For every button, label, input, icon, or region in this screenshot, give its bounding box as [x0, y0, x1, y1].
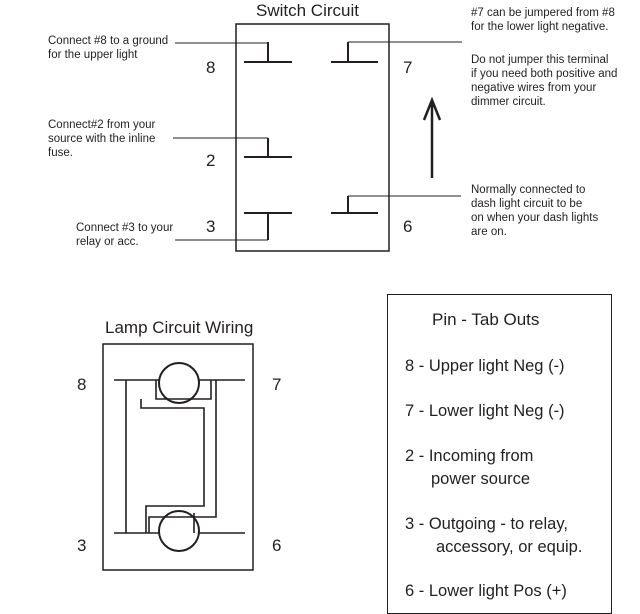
upper-lamp — [158, 362, 200, 404]
lamp-pin-7: 7 — [272, 375, 281, 394]
pin-tab-outs-title: Pin - Tab Outs — [432, 310, 540, 329]
switch-pin-3: 3 — [206, 217, 215, 236]
lamp-body — [102, 343, 254, 571]
switch-pin-7: 7 — [403, 58, 412, 77]
terminal-3 — [244, 212, 292, 240]
wiring-diagram: 8 7 2 3 6 8 7 3 6 — [77, 23, 462, 571]
lamp-circuit-title: Lamp Circuit Wiring — [105, 318, 254, 337]
tab-item-8: 8 - Upper light Neg (-) — [405, 357, 565, 375]
lamp-pin-3: 3 — [77, 536, 86, 555]
tab-item-6: 6 - Lower light Pos (+) — [405, 582, 567, 600]
switch-pin-6: 6 — [403, 217, 412, 236]
terminal-8 — [244, 42, 292, 63]
lamp-wiring — [114, 379, 245, 534]
tab-item-3: 3 - Outgoing - to relay,accessory, or eq… — [405, 515, 583, 556]
switch-pin-8: 8 — [206, 58, 215, 77]
switch-circuit-title: Switch Circuit — [256, 1, 359, 20]
lamp-pin-6: 6 — [272, 536, 281, 555]
terminal-6 — [331, 196, 378, 214]
up-arrow-icon — [422, 96, 442, 178]
lamp-pin-8: 8 — [77, 375, 86, 394]
terminal-7 — [331, 42, 378, 63]
terminal-2 — [244, 138, 292, 158]
switch-pin-2: 2 — [206, 151, 215, 170]
lower-lamp — [158, 510, 200, 552]
tab-item-7: 7 - Lower light Neg (-) — [405, 402, 565, 420]
